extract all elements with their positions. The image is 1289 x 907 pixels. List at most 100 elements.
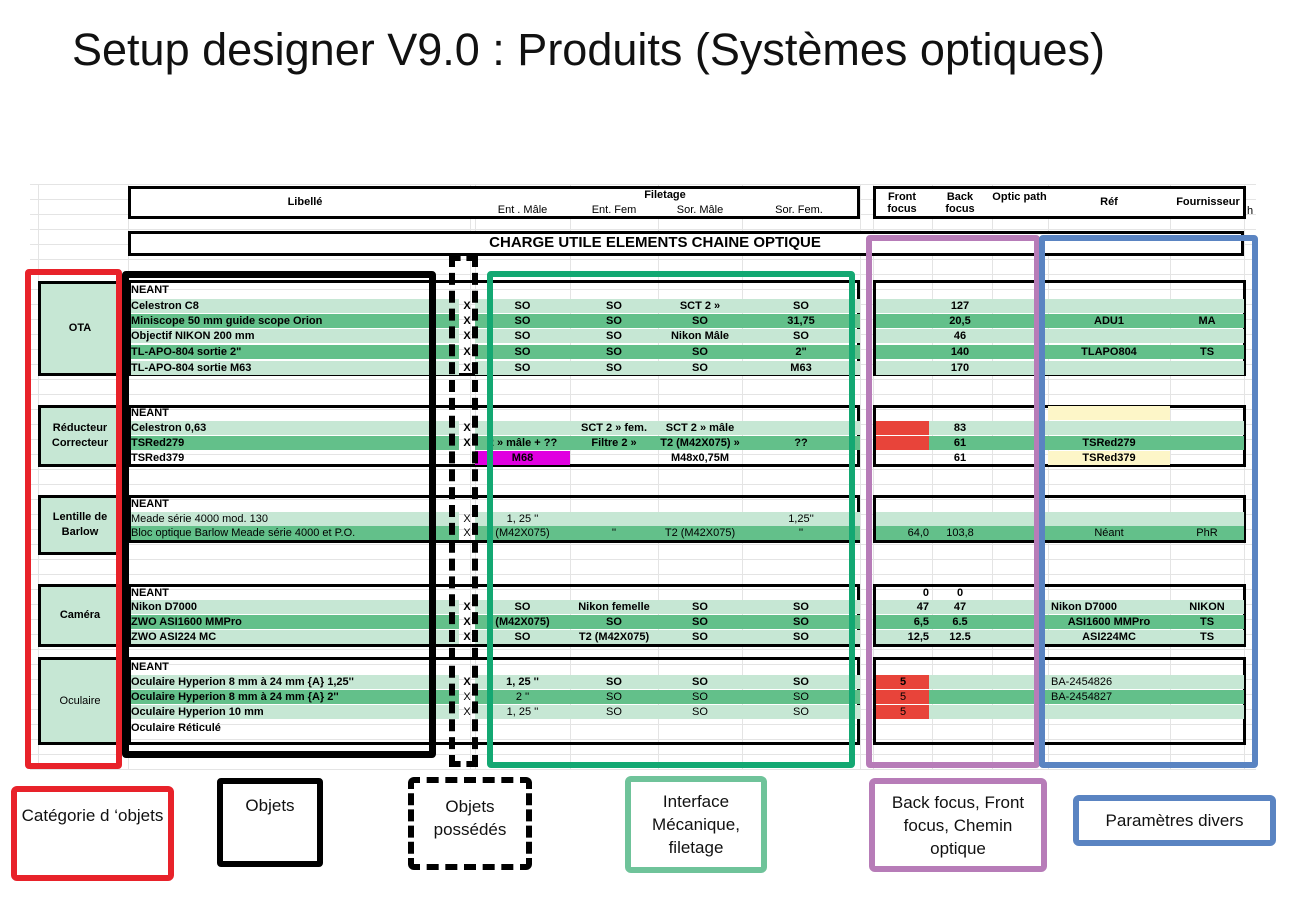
row-name: Oculaire Hyperion 8 mm à 24 mm {A} 1,25'…: [131, 676, 354, 688]
row-name: NEANT: [131, 284, 169, 296]
row-sor-fem: SO: [793, 691, 809, 703]
row-shade: [475, 512, 860, 526]
grid-vline: [570, 184, 571, 770]
row-shade: [131, 299, 459, 313]
grid-hline: [30, 754, 1256, 755]
row-ent-male: SO: [514, 330, 531, 342]
row-owned: X: [463, 676, 471, 688]
row-owned: X: [463, 691, 471, 703]
row-shade: [131, 345, 459, 359]
category-oculaire: Oculaire: [38, 657, 122, 745]
row-sor-fem: M63: [790, 362, 812, 374]
legend-categories: Catégorie d ‘objets: [11, 786, 174, 881]
row-sor-fem: SO: [793, 300, 809, 312]
row-shade: [876, 421, 1244, 435]
row-ent-male: 1, 25 '': [506, 676, 539, 688]
grid-hline: [30, 769, 1256, 770]
row-name: TL-APO-804 sortie M63: [131, 362, 252, 374]
row-back-focus: 103,8: [946, 527, 974, 539]
row-ref: BA-2454827: [1051, 691, 1113, 703]
params-overlay: [1039, 235, 1258, 768]
row-ent-male: 1, 25 '': [506, 706, 539, 718]
row-shade: [876, 299, 1244, 313]
row-shade: [475, 600, 860, 614]
header-box-focus: [873, 186, 1246, 219]
legend-params: Paramètres divers: [1073, 795, 1276, 846]
row-ent-fem: '': [611, 527, 617, 539]
row-front-focus: 5: [876, 675, 929, 689]
row-ent-fem: SO: [606, 691, 622, 703]
grid-hline: [30, 409, 1256, 410]
row-ent-fem: SO: [606, 706, 622, 718]
grid-hline: [30, 544, 1256, 545]
row-shade: [475, 345, 860, 359]
row-shade: [475, 329, 860, 343]
grid-hline: [30, 394, 1256, 395]
row-sor-male: SO: [692, 691, 708, 703]
row-ent-fem: Nikon femelle: [578, 601, 650, 613]
category-barlow: Lentille de Barlow: [38, 495, 122, 555]
row-ent-male: SO: [514, 300, 531, 312]
row-shade: [131, 690, 459, 704]
focus-overlay: [866, 235, 1040, 768]
grid-hline: [30, 664, 1256, 665]
row-sor-fem: 2": [795, 346, 807, 358]
grid-hline: [30, 454, 1256, 455]
row-sor-male: SO: [692, 346, 708, 358]
row-front-focus: 0: [922, 587, 929, 599]
row-ent-fem: SO: [606, 362, 622, 374]
row-ref: TSRed379: [1048, 451, 1170, 465]
row-ent-fem: SO: [606, 300, 622, 312]
grid-hline: [30, 469, 1256, 470]
row-front-focus: 64,0: [907, 527, 929, 539]
row-shade: [131, 615, 459, 629]
row-ent-fem: SO: [606, 330, 622, 342]
row-shade: [475, 705, 860, 719]
row-shade: [131, 329, 459, 343]
row-shade: [876, 512, 1244, 526]
row-sor-fem: 1,25'': [788, 513, 814, 525]
row-ent-fem: SCT 2 » fem.: [580, 422, 648, 434]
group-box-focus-camera: [873, 584, 1246, 647]
grid-hline: [30, 589, 1256, 590]
row-shade: [876, 615, 1244, 629]
row-shade: [131, 421, 459, 435]
row-shade: [475, 361, 860, 375]
row-shade: [131, 675, 459, 689]
row-owned: X: [463, 527, 471, 539]
row-name: Miniscope 50 mm guide scope Orion: [131, 315, 323, 327]
row-shade: [876, 600, 1244, 614]
row-name: Meade série 4000 mod. 130: [131, 513, 268, 525]
category-camera: Caméra: [38, 584, 122, 647]
grid-hline: [30, 739, 1256, 740]
grid-vline: [992, 184, 993, 770]
grid-hline: [30, 724, 1256, 725]
row-sor-fem: 31,75: [787, 315, 815, 327]
row-ref: ASI224MC: [1082, 631, 1136, 643]
row-owned: X: [463, 601, 471, 613]
row-sor-fem: ??: [794, 437, 808, 449]
row-shade: [876, 361, 1244, 375]
row-shade: [876, 526, 1244, 540]
row-name: Oculaire Hyperion 8 mm à 24 mm {A} 2'': [131, 691, 339, 703]
row-ent-male: 2 '': [515, 691, 530, 703]
grid-vline: [1244, 184, 1245, 770]
row-owned: X: [463, 330, 471, 342]
row-name: Bloc optique Barlow Meade série 4000 et …: [131, 527, 356, 539]
row-ent-male: SO: [514, 315, 531, 327]
row-ent-male: (M42X075): [495, 616, 550, 628]
row-shade: [475, 675, 860, 689]
ref-highlight: [1048, 406, 1170, 420]
row-shade: [475, 690, 860, 704]
row-shade: [876, 705, 1244, 719]
header-libelle: Libellé: [287, 196, 323, 208]
row-sor-male: SO: [692, 616, 708, 628]
row-name: NEANT: [131, 661, 169, 673]
grid-hline: [30, 559, 1256, 560]
row-shade: [475, 615, 860, 629]
row-owned: X: [463, 315, 471, 327]
row-owned: X: [463, 513, 471, 525]
grid-hline: [30, 289, 1256, 290]
row-front-focus: [876, 436, 929, 450]
